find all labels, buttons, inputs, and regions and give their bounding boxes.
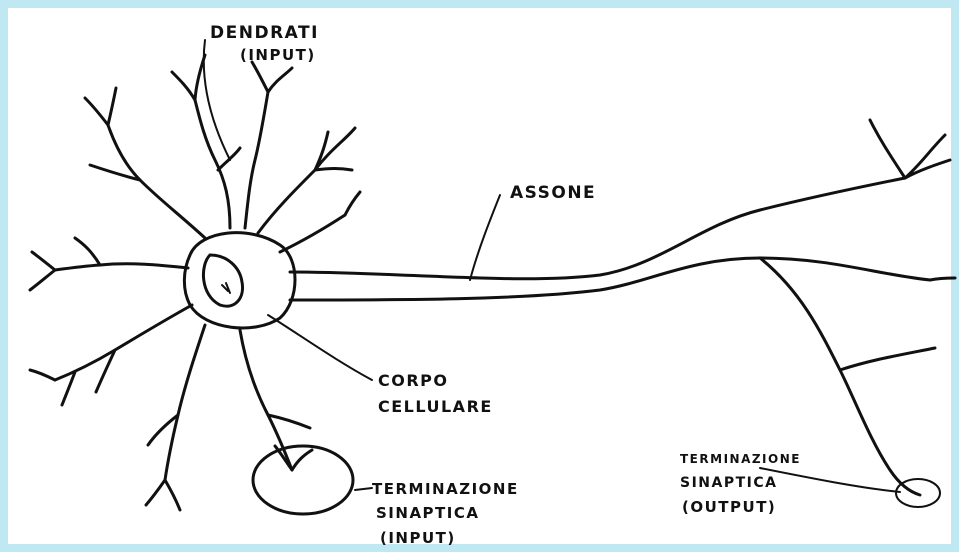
label-term-output-1: TERMINAZIONE xyxy=(680,452,801,466)
axon-upper xyxy=(290,178,905,279)
label-term-output-2: SINAPTICA xyxy=(680,475,777,491)
label-cellulare: CELLULARE xyxy=(378,397,493,416)
label-term-output-3: (OUTPUT) xyxy=(682,498,776,516)
dendrite-top-2 xyxy=(245,92,268,228)
dendrite-left-1 xyxy=(55,264,188,270)
cell-body-outline xyxy=(184,233,295,328)
label-term-input-2: SINAPTICA xyxy=(376,504,479,522)
label-assone: ASSONE xyxy=(510,183,596,203)
label-dendriti: DENDRATI xyxy=(210,23,319,43)
axon-lower xyxy=(290,258,930,300)
dendrite-bottom-1 xyxy=(165,325,205,480)
label-dendriti-input: (INPUT) xyxy=(240,46,316,64)
pointer-term-input xyxy=(355,488,372,490)
nucleus-outline xyxy=(203,255,242,306)
pointer-corpo xyxy=(268,315,372,380)
dendrite-top-4 xyxy=(108,125,205,238)
dendrite-left-2 xyxy=(55,305,192,380)
dendrite-right-1 xyxy=(280,215,345,252)
nucleolus xyxy=(222,283,230,293)
pointer-term-output xyxy=(760,468,900,492)
pointer-assone xyxy=(470,195,500,280)
label-term-input-1: TERMINAZIONE xyxy=(372,480,519,498)
label-corpo: CORPO xyxy=(378,371,449,390)
label-term-input-3: (INPUT) xyxy=(380,529,456,547)
